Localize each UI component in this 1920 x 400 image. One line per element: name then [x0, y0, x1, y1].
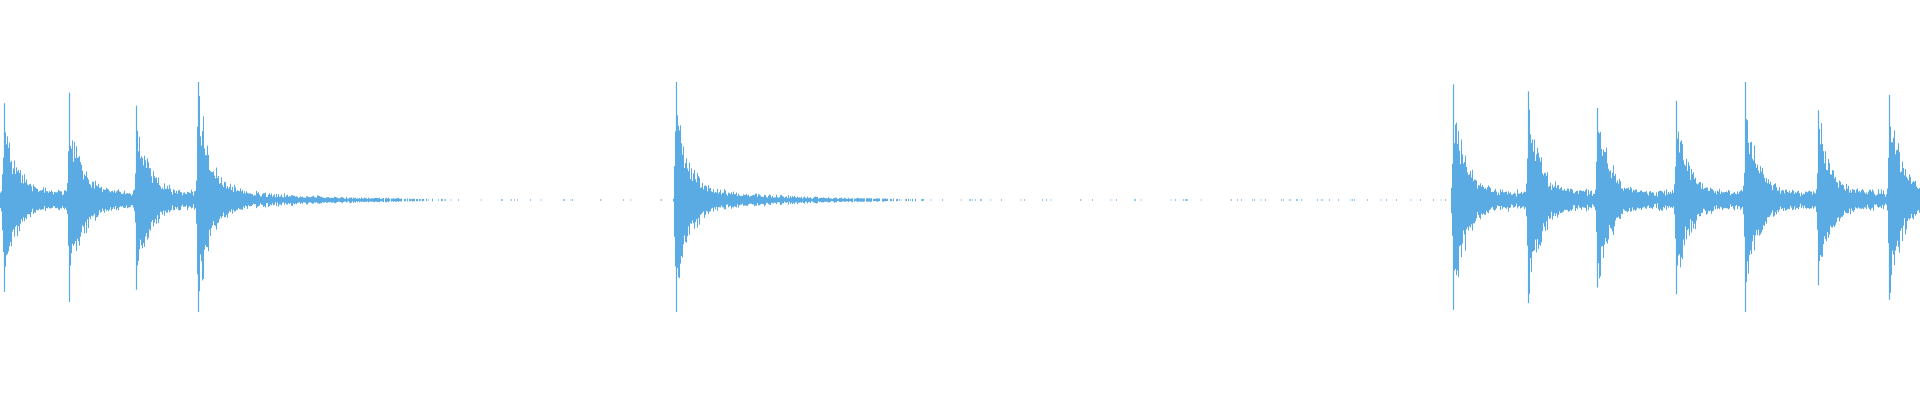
waveform-trace [0, 96, 1920, 294]
waveform-samples [0, 82, 1920, 313]
